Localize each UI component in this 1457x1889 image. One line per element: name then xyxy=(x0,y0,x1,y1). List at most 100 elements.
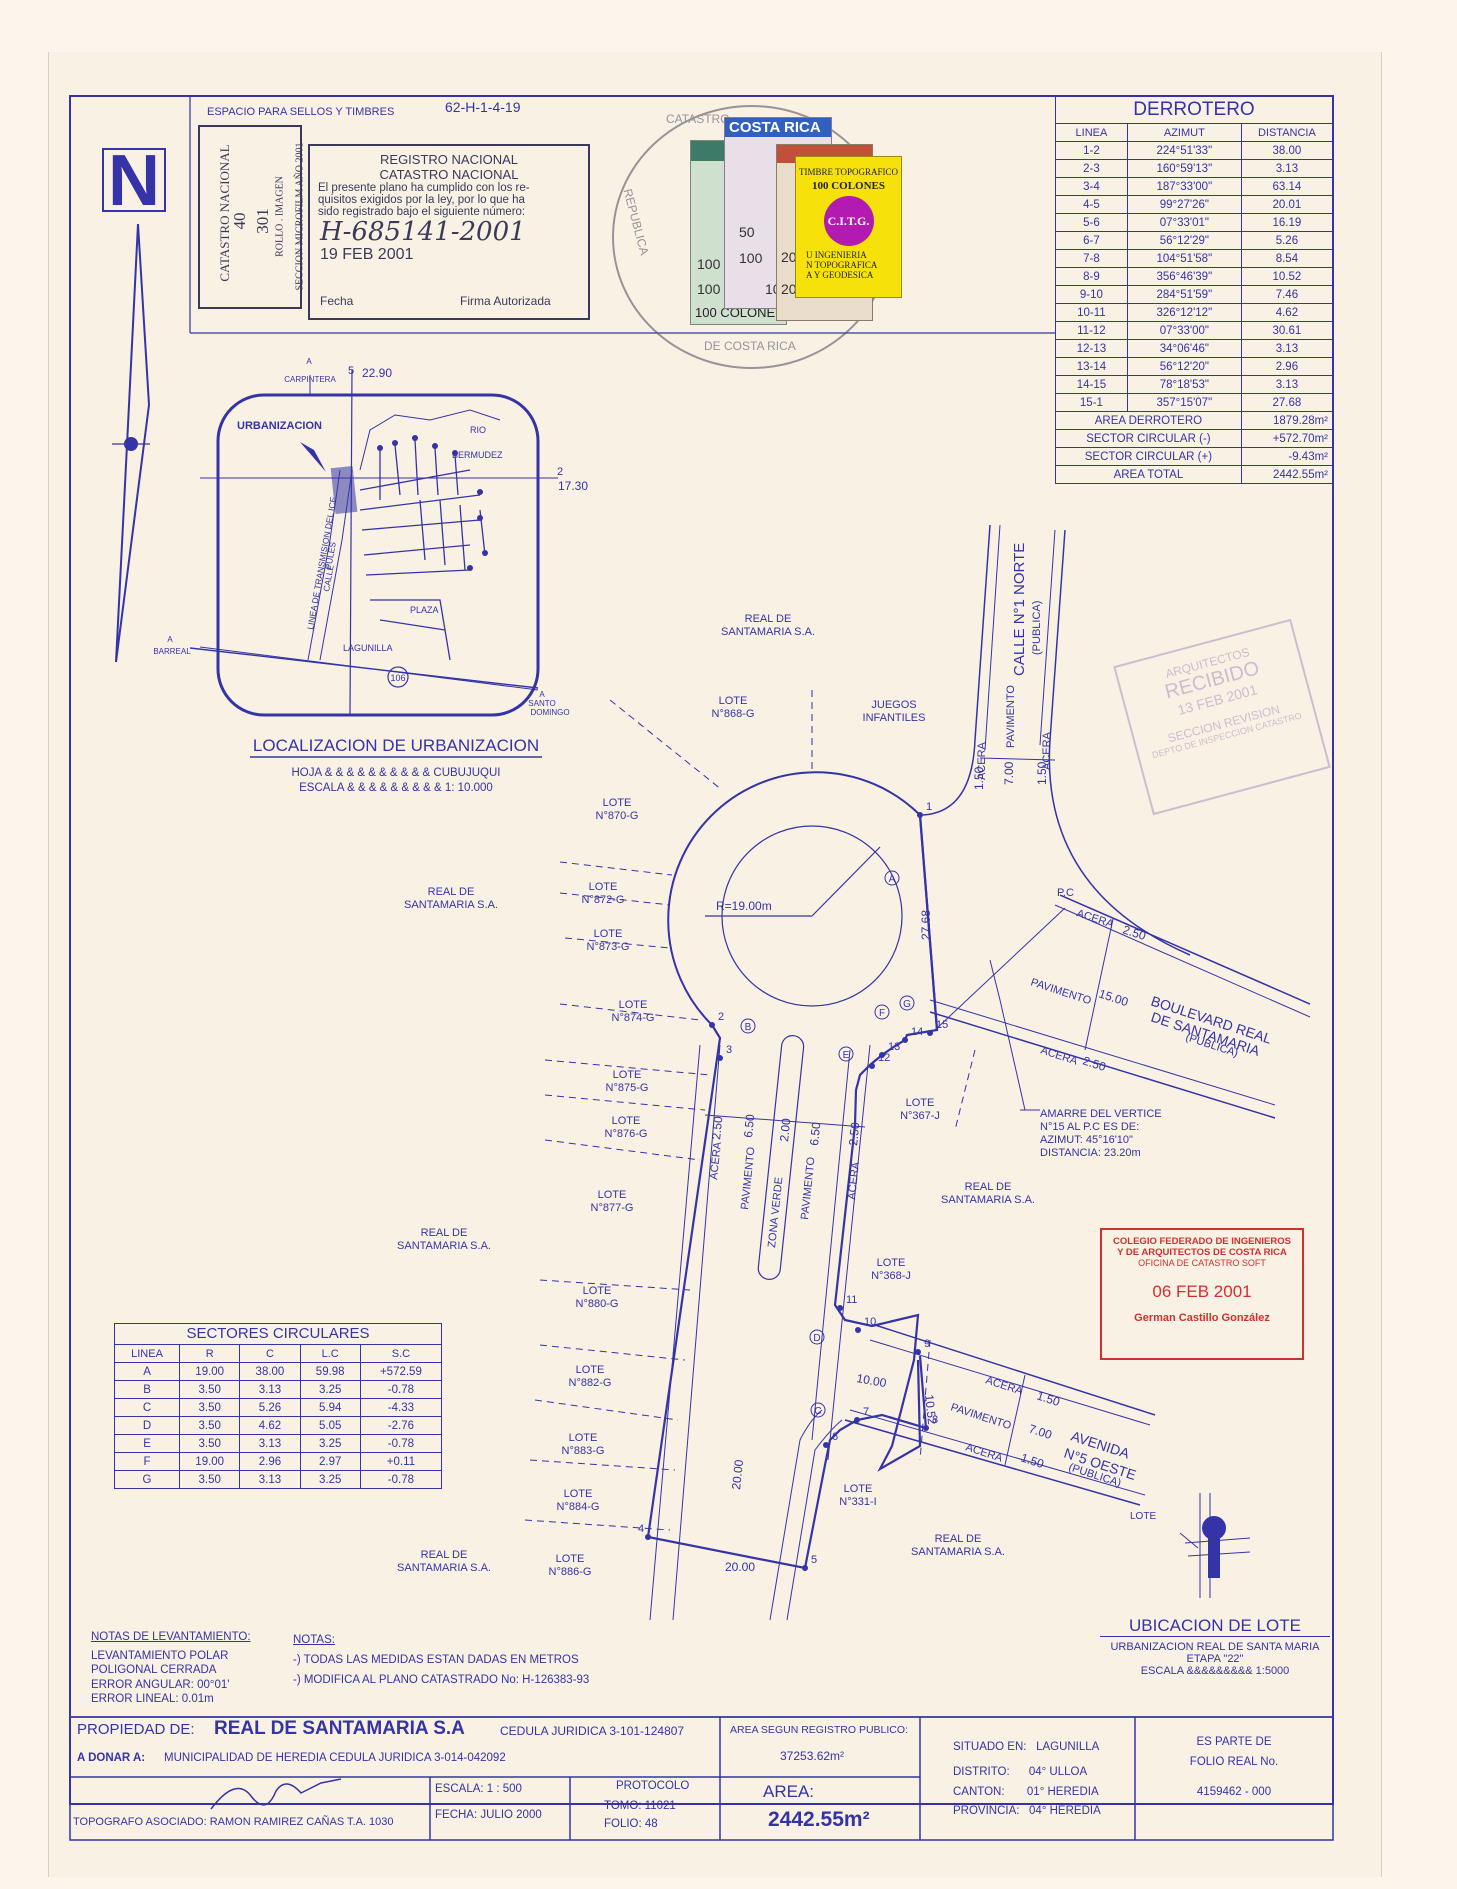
owner-label: REAL DE xyxy=(421,1549,468,1561)
dimension-label: 1.50 xyxy=(1035,1389,1062,1410)
topografo: TOPOGRAFO ASOCIADO: RAMON RAMIREZ CAÑAS … xyxy=(73,1816,394,1828)
lot-label: LOTE xyxy=(594,928,623,940)
derrotero-cell-0: 8-9 xyxy=(1055,267,1128,286)
sectores-cell-3: 5.05 xyxy=(299,1416,361,1435)
area-value: 2442.55m² xyxy=(768,1808,870,1831)
lot-number: N°883-G xyxy=(562,1445,605,1457)
lot-label: LOTE xyxy=(556,1553,585,1565)
derrotero-cell-2: 3.13 xyxy=(1240,339,1334,358)
amarre-note: AMARRE DEL VERTICE xyxy=(1040,1108,1162,1120)
derrotero-cell-1: 284°51'59" xyxy=(1126,285,1242,304)
propiedad-value: REAL DE SANTAMARIA S.A xyxy=(214,1718,465,1739)
dimension-label: 27.68 xyxy=(919,910,933,940)
derrotero-cell-1: 326°12'12" xyxy=(1126,303,1242,322)
sector-marker xyxy=(809,1329,825,1345)
lot-label: LOTE xyxy=(613,1069,642,1081)
sectores-cell-2: 2.96 xyxy=(239,1452,301,1471)
juegos-label: JUEGOS xyxy=(871,699,916,711)
vertex-label: 3 xyxy=(726,1044,732,1056)
total-value: +572.70m² xyxy=(1240,429,1334,448)
lot-label: LOTE xyxy=(564,1488,593,1500)
owner-label: SANTAMARIA S.A. xyxy=(397,1240,491,1252)
lot-label: LOTE xyxy=(583,1285,612,1297)
sectores-cell-3: 59.98 xyxy=(299,1362,361,1381)
svg-text:5: 5 xyxy=(348,365,354,377)
svg-text:R=19.00m: R=19.00m xyxy=(716,899,772,913)
sector-marker xyxy=(740,1018,756,1034)
vertex-point xyxy=(823,1442,829,1448)
svg-text:PLAZA: PLAZA xyxy=(410,605,439,615)
derrotero-cell-1: 56°12'29" xyxy=(1126,231,1242,250)
derrotero-cell-0: 11-12 xyxy=(1055,321,1128,340)
area-label: AREA: xyxy=(763,1782,815,1801)
pavimento-label: PAVIMENTO xyxy=(1029,976,1093,1007)
vertex-point xyxy=(854,1417,860,1423)
owner-label: SANTAMARIA S.A. xyxy=(941,1194,1035,1206)
sectores-header-1: R xyxy=(179,1344,241,1363)
juegos-label: INFANTILES xyxy=(863,712,926,724)
derrotero-cell-1: 187°33'00" xyxy=(1126,177,1242,196)
pavimento-label: PAVIMENTO xyxy=(739,1146,758,1210)
derrotero-cell-2: 38.00 xyxy=(1240,141,1334,160)
derrotero-cell-0: 12-13 xyxy=(1055,339,1128,358)
derrotero-cell-2: 16.19 xyxy=(1240,213,1334,232)
dimension-label: 7.00 xyxy=(1002,761,1016,785)
owner-label: REAL DE xyxy=(428,886,475,898)
lot-label: LOTE xyxy=(906,1097,935,1109)
sectores-cell-1: 19.00 xyxy=(179,1362,241,1381)
derrotero-total-row: SECTOR CIRCULAR (-)+572.70m² xyxy=(1055,429,1334,448)
vertex-label: 11 xyxy=(846,1294,857,1306)
lot-number: N°868-G xyxy=(712,708,755,720)
svg-text:A: A xyxy=(306,357,312,366)
vertex-label: 1 xyxy=(926,801,932,813)
sectores-cell-4: -0.78 xyxy=(359,1470,443,1489)
derrotero-header-0: LINEA xyxy=(1055,123,1128,142)
derrotero-cell-0: 4-5 xyxy=(1055,195,1128,214)
vertex-label: 7 xyxy=(863,1406,869,1418)
derrotero-cell-1: 104°51'58" xyxy=(1126,249,1242,268)
street-calle-norte: CALLE N°1 NORTE xyxy=(1011,543,1028,676)
sectores-cell-1: 19.00 xyxy=(179,1452,241,1471)
derrotero-cell-2: 3.13 xyxy=(1240,159,1334,178)
vertex-point xyxy=(717,1055,723,1061)
registro-stamp: REGISTRO NACIONAL CATASTRO NACIONAL El p… xyxy=(308,144,590,320)
acera-label: ACERA xyxy=(984,1374,1024,1397)
zona-verde-label: ZONA VERDE xyxy=(766,1177,785,1249)
sectores-cell-2: 3.13 xyxy=(239,1434,301,1453)
acera-label: ACERA xyxy=(976,741,988,780)
title-block-lines xyxy=(69,1716,1334,1841)
svg-text:RIO: RIO xyxy=(470,425,486,435)
derrotero-cell-1: 07°33'00" xyxy=(1126,321,1242,340)
sectores-cell-2: 5.26 xyxy=(239,1398,301,1417)
dimension-label: 7.00 xyxy=(1027,1422,1054,1443)
lot-number: N°872-G xyxy=(582,894,625,906)
total-label: SECTOR CIRCULAR (+) xyxy=(1055,447,1242,466)
sectores-cell-0: D xyxy=(113,1416,181,1435)
dimension-label: 2.50 xyxy=(709,1115,725,1140)
colegio-stamp: COLEGIO FEDERADO DE INGENIEROS Y DE ARQU… xyxy=(1100,1228,1304,1360)
lot-number: N°874-G xyxy=(612,1012,655,1024)
dimension-label: 2.50 xyxy=(1121,923,1148,944)
derrotero-cell-1: 357°15'07" xyxy=(1126,393,1242,412)
sectores-cell-1: 3.50 xyxy=(179,1416,241,1435)
derrotero-cell-2: 8.54 xyxy=(1240,249,1334,268)
sector-letter: B xyxy=(745,1022,752,1033)
total-value: -9.43m² xyxy=(1240,447,1334,466)
street-public-tag: (PUBLICA) xyxy=(1031,601,1043,655)
vertex-point xyxy=(927,1030,933,1036)
derrotero-cell-0: 7-8 xyxy=(1055,249,1128,268)
svg-text:BARREAL: BARREAL xyxy=(153,647,191,656)
dimension-label: 1.50 xyxy=(972,766,986,790)
svg-text:A: A xyxy=(539,690,545,699)
sectores-cell-1: 3.50 xyxy=(179,1380,241,1399)
lot-number: N°882-G xyxy=(569,1377,612,1389)
